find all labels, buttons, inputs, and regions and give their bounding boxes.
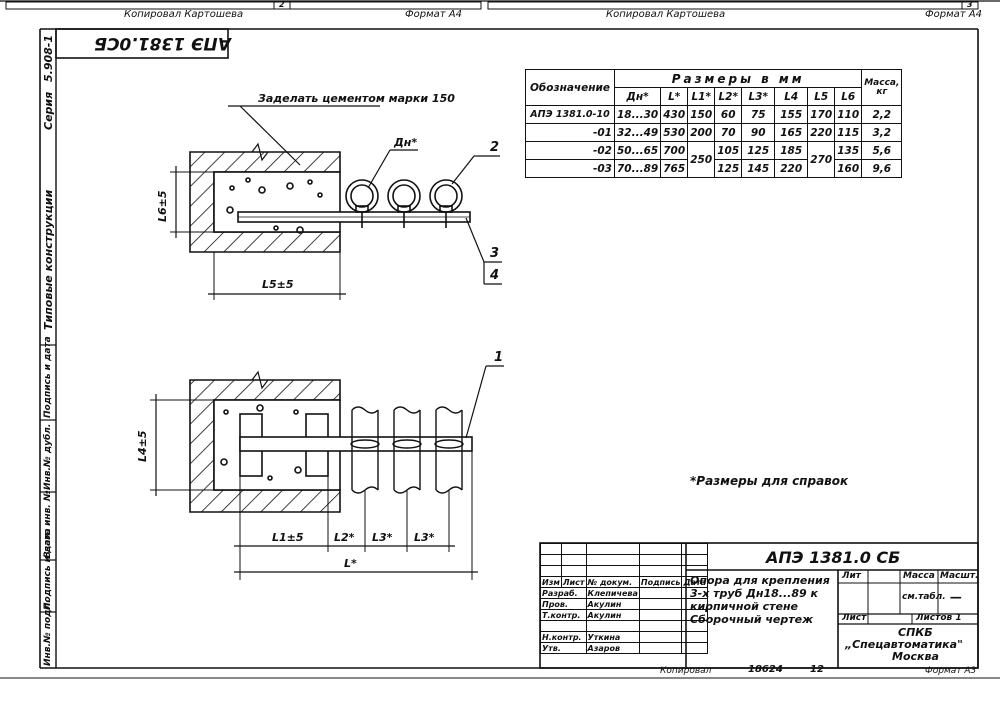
col-l2: L2* — [714, 87, 743, 106]
bottom-number: 18624 — [748, 664, 783, 675]
list-item: Разраб. Клепичева — [540, 587, 709, 599]
col-l4: L4 — [774, 87, 809, 106]
org-line-1: СПКБ — [898, 626, 933, 639]
margin-sig-date-2: Подпись и дата — [43, 528, 53, 610]
bottom-format: Формат А3 — [925, 666, 977, 676]
callout-1: 1 — [494, 350, 504, 365]
dim-l1: L1±5 — [272, 531, 304, 544]
table-row: -03 70...89 765 125 145 220 160 9,6 — [525, 159, 903, 178]
col-dn: Дн* — [613, 87, 662, 106]
list-item: Утв. Азаров — [540, 642, 709, 654]
dim-l4: L4±5 — [136, 430, 149, 462]
list-item: Н.контр. Уткина — [540, 631, 709, 643]
top-left-header: Копировал Картошева — [124, 9, 244, 20]
title-line-3: кирпичной стене — [690, 600, 799, 613]
plan-view — [150, 365, 504, 580]
margin-series-label: Серия — [42, 91, 55, 130]
top-left-format: Формат А4 — [405, 9, 462, 20]
dim-lstar: L* — [344, 557, 357, 570]
margin-sig-date-1: Подпись и дата — [43, 336, 53, 418]
dim-l3b: L3* — [414, 531, 435, 544]
group-header: Размеры в мм — [613, 69, 863, 88]
title-line-2: 3-х труб Дн18...89 к — [690, 587, 818, 600]
mass-value: см.табл. — [902, 592, 946, 602]
title-line-1: Опора для крепления — [690, 574, 830, 587]
lit-label: Лит — [842, 571, 861, 581]
list-item: Пров. Акулин — [540, 598, 709, 610]
cement-note: Заделать цементом марки 150 — [258, 92, 455, 105]
dim-l2: L2* — [334, 531, 355, 544]
list-item: Т.контр. Акулин — [540, 609, 709, 621]
col-l1: L1* — [687, 87, 716, 106]
mass-label: Масса — [903, 571, 935, 581]
org-line-2: „Спецавтоматика" — [845, 638, 963, 651]
dim-l3a: L3* — [372, 531, 393, 544]
sheets-label: Листов 1 — [916, 613, 962, 623]
reference-note: *Размеры для справок — [690, 474, 849, 488]
margin-typical: Типовые конструкции — [42, 189, 55, 330]
org-line-3: Москва — [892, 650, 939, 663]
col-l5: L5 — [807, 87, 836, 106]
title-block-code: АПЭ 1381.0 СБ — [766, 548, 901, 567]
dim-l5: L5±5 — [262, 278, 294, 291]
col-designation: Обозначение — [525, 69, 615, 106]
table-row: -01 32...49 530 200 70 90 165 220 115 3,… — [525, 123, 903, 142]
callout-4: 4 — [490, 268, 500, 283]
callout-3: 3 — [490, 246, 500, 261]
col-l3: L3* — [741, 87, 776, 106]
top-right-format: Формат А4 — [925, 9, 982, 20]
corner-code: АПЭ 1381.0СБ — [94, 33, 231, 53]
dim-l6: L6±5 — [156, 190, 169, 222]
scale-label: Масшт. — [940, 571, 979, 581]
col-l6: L6 — [834, 87, 863, 106]
margin-inv-dubl: Инв.№ дубл. — [43, 423, 53, 490]
section-view — [170, 105, 502, 300]
title-line-4: Сборочный чертеж — [690, 613, 814, 626]
sheet-label: Лист — [842, 613, 867, 623]
table-row: -02 50...65 700 250 105 125 185 270 135 … — [525, 141, 903, 178]
col-l: L* — [660, 87, 689, 106]
bottom-copied: Копировал — [660, 666, 712, 676]
top-strip-lines — [0, 0, 1000, 10]
signature-header-row: Изм Лист № докум. Подпись Дата — [540, 576, 709, 588]
top-right-header: Копировал Картошева — [606, 9, 726, 20]
table-row: АПЭ 1381.0-10 18...30 430 150 60 75 155 … — [525, 105, 903, 124]
signature-grid: Изм Лист № докум. Подпись Дата Разраб. К… — [540, 543, 709, 654]
scale-value: — — [950, 590, 962, 604]
dimensions-table: Обозначение Размеры в мм Масса, кг Дн* L… — [525, 69, 903, 178]
bottom-sheet: 12 — [810, 664, 824, 675]
top-left-box: 2 — [279, 0, 285, 9]
top-right-box: 3 — [967, 0, 973, 9]
margin-inv-podl: Инв.№ подл. — [43, 599, 53, 666]
callout-2: 2 — [490, 140, 500, 155]
col-mass: Масса, кг — [861, 69, 903, 106]
margin-series: 5.908-1 — [42, 34, 55, 82]
dn-label: Дн* — [394, 136, 418, 149]
